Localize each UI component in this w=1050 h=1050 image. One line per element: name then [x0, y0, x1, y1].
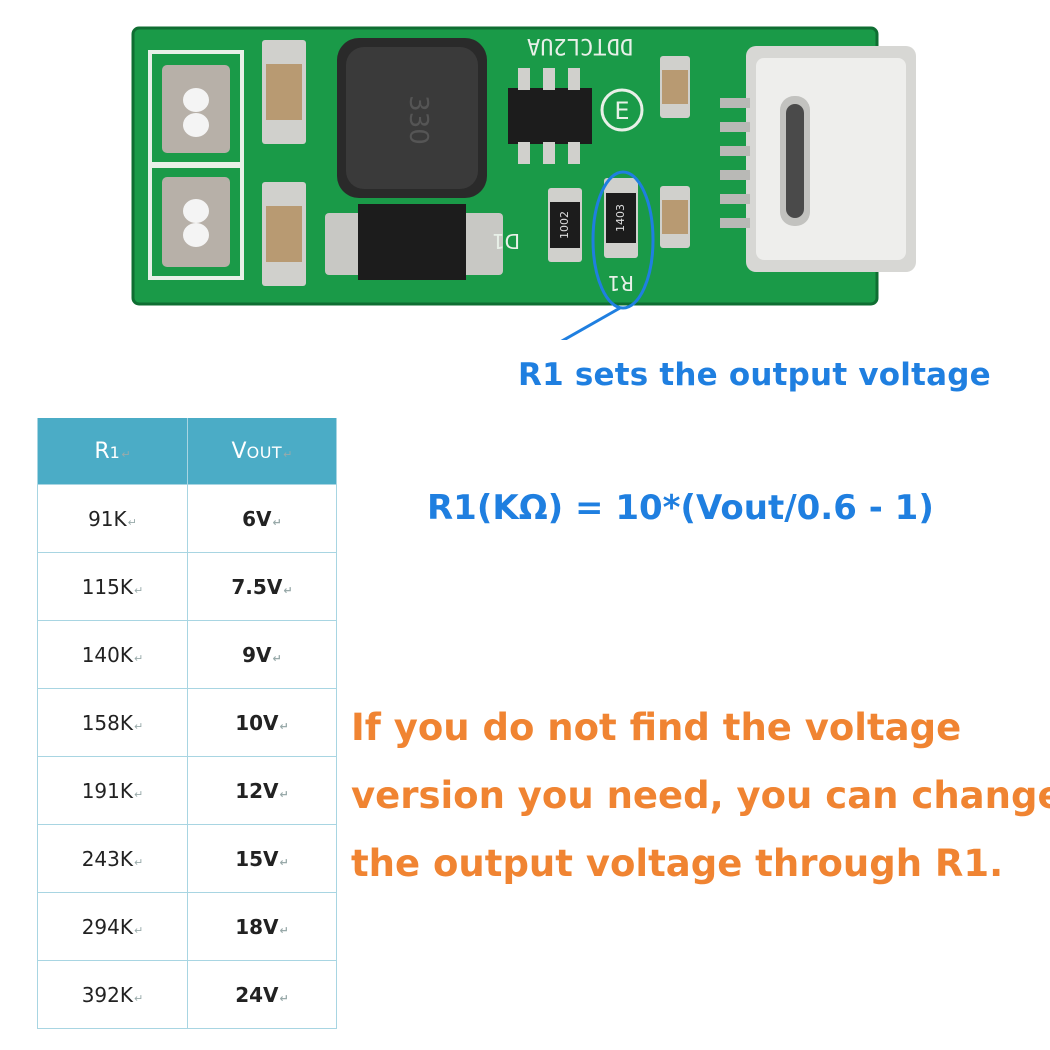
- vout-value: 24V↵: [186, 960, 338, 1029]
- r1-highlight-ellipse: [591, 170, 655, 310]
- r2-marking: 1002: [558, 211, 571, 239]
- note-line: the output voltage through R1.: [351, 842, 1004, 885]
- diode-d1: D1: [325, 204, 520, 280]
- vout-value: 12V↵: [186, 756, 338, 825]
- silkscreen-d1: D1: [492, 229, 520, 253]
- small-capacitor: [660, 56, 690, 248]
- svg-text:E: E: [614, 97, 629, 125]
- vout-value: 9V↵: [186, 620, 338, 689]
- r-value: 158K↵: [37, 688, 188, 757]
- table-row: 115K↵7.5V↵: [37, 552, 338, 621]
- terminal-pads: [148, 50, 244, 280]
- r-value: 115K↵: [37, 552, 188, 621]
- r-value: 243K↵: [37, 824, 188, 893]
- table-row: 392K↵24V↵: [37, 960, 338, 1029]
- silkscreen-r1: R1: [607, 271, 634, 295]
- note-text: If you do not find the voltage version y…: [351, 694, 1050, 898]
- inductor-marking: 330: [403, 95, 433, 145]
- r-value: 392K↵: [37, 960, 188, 1029]
- r-value: 294K↵: [37, 892, 188, 961]
- resistor-voltage-table: R1↵ VOUT↵ 91K↵6V↵ 115K↵7.5V↵ 140K↵9V↵ 15…: [37, 418, 338, 1029]
- vout-value: 6V↵: [186, 484, 338, 553]
- table-row: 191K↵12V↵: [37, 756, 338, 825]
- pcb-photo: 330 D1 DDTCL2UA E 1002 1403 R1: [131, 26, 916, 340]
- r-value: 191K↵: [37, 756, 188, 825]
- note-line: version you need, you can change: [351, 774, 1050, 817]
- vout-value: 18V↵: [186, 892, 338, 961]
- controller-ic: [508, 68, 592, 164]
- table-header-row: R1↵ VOUT↵: [37, 418, 338, 485]
- r-value: 140K↵: [37, 620, 188, 689]
- table-row: 294K↵18V↵: [37, 892, 338, 961]
- r-value: 91K↵: [37, 484, 188, 553]
- inductor: 330: [337, 38, 487, 198]
- vout-value: 10V↵: [186, 688, 338, 757]
- header-r1: R1↵: [37, 418, 188, 485]
- resistor-r1: 1403 R1: [604, 178, 638, 295]
- callout-pointer-line: [560, 306, 621, 340]
- table-row: 91K↵6V↵: [37, 484, 338, 553]
- header-vout: VOUT↵: [186, 418, 338, 485]
- ce-logo: [600, 88, 644, 132]
- table-row: 243K↵15V↵: [37, 824, 338, 893]
- formula-text: R1(KΩ) = 10*(Vout/0.6 - 1): [427, 488, 934, 528]
- vout-value: 15V↵: [186, 824, 338, 893]
- pcb-board: [133, 28, 877, 304]
- input-capacitor-2: [262, 182, 306, 286]
- table-row: 158K↵10V↵: [37, 688, 338, 757]
- vout-value: 7.5V↵: [186, 552, 338, 621]
- r1-marking: 1403: [614, 204, 627, 232]
- callout-text: R1 sets the output voltage: [518, 357, 991, 393]
- usb-c-connector: [720, 46, 916, 272]
- resistor-r2: 1002: [548, 188, 582, 262]
- table-row: 140K↵9V↵: [37, 620, 338, 689]
- silkscreen-model: DDTCL2UA: [527, 33, 633, 58]
- input-capacitor: [262, 40, 306, 144]
- note-line: If you do not find the voltage: [351, 706, 962, 749]
